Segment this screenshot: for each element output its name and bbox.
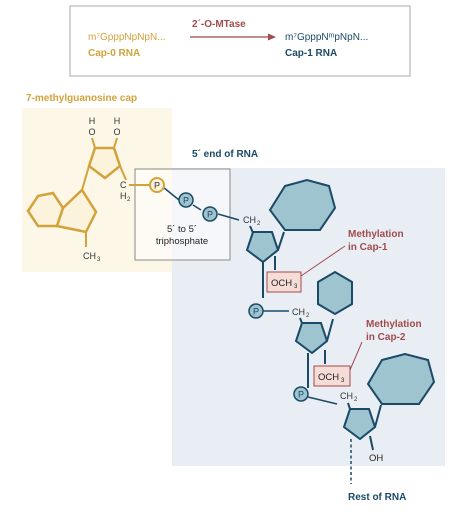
phosphate-bond-3: [217, 213, 240, 221]
cap-h2-atom: H: [120, 191, 127, 201]
methylation-2-pointer: [349, 341, 363, 371]
nucleotide-3: P CH 2 OH Rest of RNA: [293, 352, 436, 503]
methylation-1-label-a: Methylation: [348, 229, 404, 240]
n2-ch-sub: 2: [306, 313, 310, 319]
nucleotide-1: CH 2 OCH 3 Methylation in Cap-1: [243, 178, 404, 298]
n2-och3-box: [313, 365, 351, 387]
n2-och3: OCH: [318, 372, 339, 383]
cap0-formula: m⁷GpppNpNpN...: [88, 32, 166, 43]
triphosphate-bridge: P P P 5´ to 5´ triphosphate: [149, 177, 240, 247]
cap-title: 7-methylguanosine cap: [26, 93, 137, 104]
phosphate-3: [202, 206, 218, 222]
n1-ch-sub: 2: [257, 221, 261, 227]
methylation-1-label-b: in Cap-1: [348, 242, 388, 253]
n1-och3-sub: 3: [294, 284, 298, 290]
n2-bond-base: [326, 318, 334, 342]
phosphate-5-bond: [307, 396, 338, 405]
cap-ribose-pentagon: [87, 146, 122, 180]
n3-oh: OH: [369, 453, 383, 464]
n1-base-ring: [268, 178, 337, 231]
cap-h1: H: [89, 116, 96, 126]
phosphate-2-label: P: [183, 196, 189, 206]
cap-bond-o2: [113, 137, 118, 149]
phosphate-bond-2: [192, 204, 202, 211]
enzyme-label: 2´-O-MTase: [192, 19, 246, 30]
n2-ch: CH: [292, 307, 305, 317]
n2-och3-sub: 3: [341, 378, 345, 384]
n3-base-ring: [366, 352, 436, 405]
triphosphate-label-2: triphosphate: [156, 236, 208, 247]
methylation-2-label-a: Methylation: [366, 319, 422, 330]
nucleotide-2: P CH 2 OCH 3 Methylation in Cap-2: [248, 270, 422, 388]
cap1-formula: m⁷GpppNᵐpNpN...: [285, 32, 368, 43]
n1-bond-base: [277, 231, 285, 251]
phosphate-3-label: P: [207, 210, 213, 220]
cap-ch3: CH: [83, 251, 96, 261]
methylguanosine-cap: 7-methylguanosine cap H H O O C H 2 CH 3: [26, 93, 149, 263]
cap1-label: Cap-1 RNA: [285, 48, 337, 59]
n1-ch: CH: [243, 215, 256, 225]
cap-h2-sub: 2: [127, 197, 131, 203]
n1-och3-box: [266, 271, 302, 293]
n3-bond-base: [374, 404, 382, 428]
cap-bond-o1: [91, 137, 96, 149]
phosphate-2: [178, 192, 194, 208]
n1-ribose-pentagon: [245, 231, 280, 264]
cap-bond-base: [81, 165, 90, 191]
cap0-label: Cap-0 RNA: [88, 48, 140, 59]
phosphate-5-label: P: [298, 390, 304, 400]
n3-bond-oh: [369, 435, 374, 451]
phosphate-4-label: P: [253, 307, 259, 317]
cap-bond-ch2: [119, 165, 127, 181]
reaction-legend: m⁷GpppNpNpN... Cap-0 RNA 2´-O-MTase m⁷Gp…: [69, 5, 411, 77]
n2-ribose-pentagon: [294, 322, 329, 355]
phosphate-bond-1: [162, 186, 180, 201]
guanine-five-ring: [55, 188, 98, 234]
legend-box: [69, 5, 411, 77]
reaction-arrow-head: [268, 33, 276, 41]
phosphate-cap: [149, 177, 165, 193]
phosphate-cap-label: P: [154, 181, 160, 191]
n3-ch: CH: [340, 391, 353, 401]
cap-ch3-sub: 3: [97, 257, 101, 263]
rna-end-label: 5´ end of RNA: [192, 149, 258, 160]
n2-base-ring: [317, 270, 353, 316]
n1-och3: OCH: [271, 278, 292, 289]
n3-ribose-pentagon: [342, 408, 377, 441]
methylation-2-label-b: in Cap-2: [366, 332, 406, 343]
cap-o2: O: [113, 127, 120, 137]
cap-h2: H: [114, 116, 121, 126]
rest-of-rna-label: Rest of RNA: [348, 492, 406, 503]
phosphate-5: [293, 386, 309, 402]
cap-c: C: [120, 180, 127, 190]
n3-ch-sub: 2: [354, 397, 358, 403]
cap-o1: O: [88, 127, 95, 137]
triphosphate-label-1: 5´ to 5´: [167, 224, 197, 235]
methylation-1-pointer: [300, 245, 346, 277]
